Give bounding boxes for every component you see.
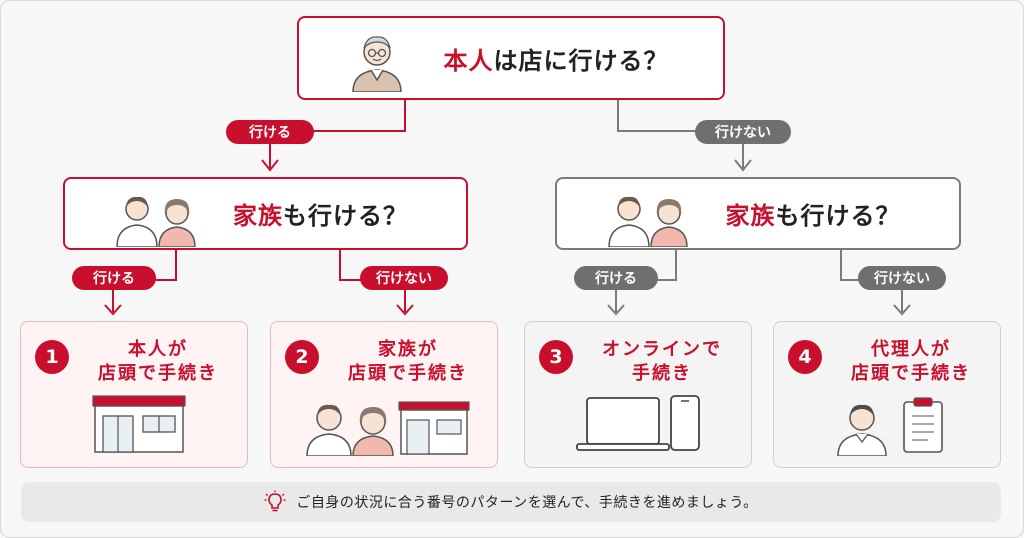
- option-card-2: 2 家族が店頭で手続き: [270, 321, 498, 468]
- right-question-text: 家族も行ける？: [725, 202, 901, 230]
- elderly-person-icon: [352, 36, 402, 92]
- top-question-node: 本人は店に行ける？: [297, 16, 725, 100]
- option-card-3: 3 オンラインで手続き: [524, 321, 752, 468]
- sub-yes-left-badge: 行ける: [72, 266, 156, 290]
- option-title: 家族が店頭で手続き: [348, 339, 468, 384]
- laptop-phone-icon: [576, 395, 700, 451]
- lightbulb-icon: [264, 490, 286, 512]
- agent-document-icon: [837, 397, 943, 456]
- sub-yes-right-badge: 行ける: [574, 266, 658, 290]
- left-question-node: 家族も行ける？: [63, 177, 468, 250]
- option-number: 4: [788, 340, 822, 374]
- top-question-text: 本人は店に行ける？: [443, 46, 669, 75]
- option-number: 1: [35, 340, 69, 374]
- option-number: 3: [539, 340, 573, 374]
- option-title: 代理人が店頭で手続き: [851, 339, 971, 384]
- branch-yes-badge: 行ける: [226, 120, 314, 144]
- family-store-icon: [306, 401, 470, 456]
- option-card-1: 1 本人が店頭で手続き: [20, 321, 248, 468]
- footer-text: ご自身の状況に合う番号のパターンを選んで、手続きを進めましょう。: [296, 495, 758, 511]
- option-title: 本人が店頭で手続き: [98, 339, 218, 384]
- family-couple-icon: [608, 196, 688, 247]
- sub-no-left-badge: 行けない: [360, 266, 448, 290]
- footer-tip: ご自身の状況に合う番号のパターンを選んで、手続きを進めましょう。: [21, 482, 1001, 522]
- store-icon: [92, 395, 186, 453]
- family-couple-icon: [116, 196, 196, 247]
- option-number: 2: [285, 340, 319, 374]
- left-question-text: 家族も行ける？: [233, 202, 408, 230]
- branch-no-badge: 行けない: [695, 120, 791, 144]
- option-card-4: 4 代理人が店頭で手続き: [773, 321, 1001, 468]
- option-title: オンラインで手続き: [602, 339, 722, 384]
- right-question-node: 家族も行ける？: [555, 177, 961, 250]
- sub-no-right-badge: 行けない: [858, 266, 946, 290]
